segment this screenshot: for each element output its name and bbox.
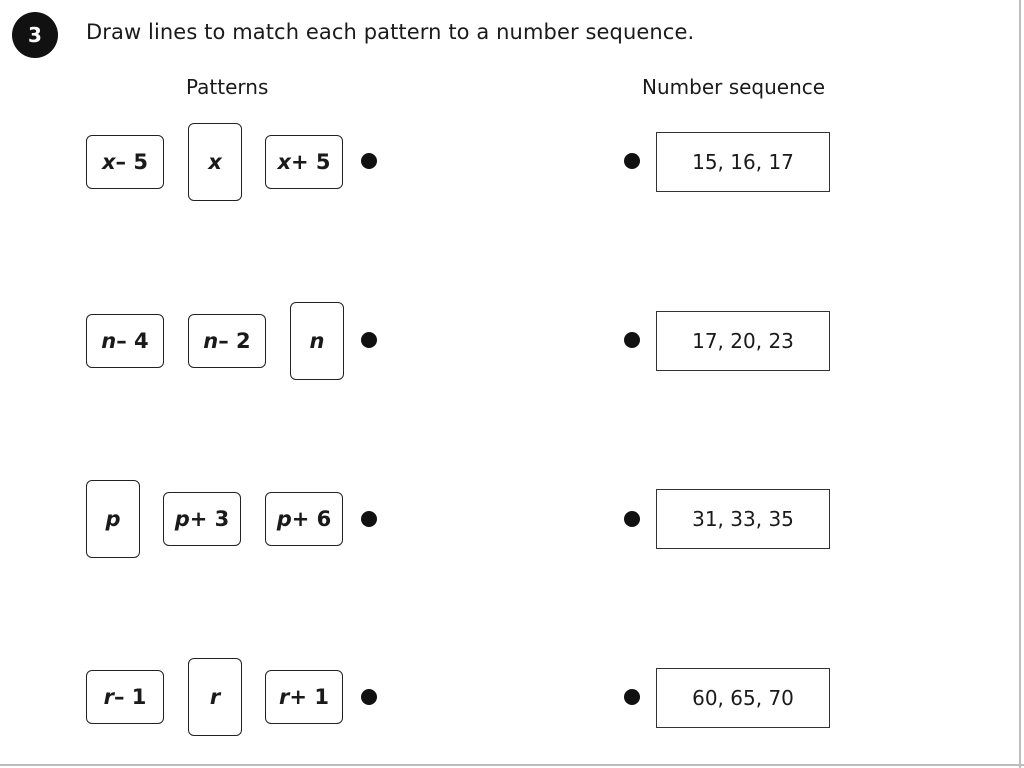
right-border-line <box>1019 0 1021 768</box>
pattern-card: r – 1 <box>86 670 164 724</box>
pattern-variable: x <box>277 150 291 174</box>
pattern-operation: – 4 <box>116 329 149 353</box>
pattern-operation: + 1 <box>289 685 329 709</box>
sequence-box: 15, 16, 17 <box>656 132 830 192</box>
pattern-card: x – 5 <box>86 135 164 189</box>
sequence-connector-dot[interactable] <box>624 332 640 348</box>
pattern-variable: x <box>208 150 222 174</box>
pattern-card: n <box>290 302 344 380</box>
pattern-operation: + 5 <box>291 150 331 174</box>
pattern-card: r + 1 <box>265 670 343 724</box>
pattern-variable: r <box>279 685 290 709</box>
pattern-card: p + 3 <box>163 492 241 546</box>
sequence-connector-dot[interactable] <box>624 511 640 527</box>
sequence-box: 31, 33, 35 <box>656 489 830 549</box>
pattern-variable: r <box>209 685 221 709</box>
pattern-variable: n <box>309 329 325 353</box>
number-sequence-heading: Number sequence <box>642 75 826 99</box>
pattern-card: n – 4 <box>86 314 164 368</box>
pattern-connector-dot[interactable] <box>361 332 377 348</box>
pattern-variable: p <box>276 507 292 531</box>
pattern-connector-dot[interactable] <box>361 689 377 705</box>
pattern-card: p + 6 <box>265 492 343 546</box>
bottom-border-line <box>0 764 1024 766</box>
pattern-operation: + 6 <box>291 507 332 531</box>
pattern-variable: r <box>103 685 114 709</box>
sequence-box: 17, 20, 23 <box>656 311 830 371</box>
sequence-box: 60, 65, 70 <box>656 668 830 728</box>
pattern-connector-dot[interactable] <box>361 153 377 169</box>
pattern-operation: – 1 <box>113 685 147 709</box>
pattern-connector-dot[interactable] <box>361 511 377 527</box>
pattern-card: n – 2 <box>188 314 266 368</box>
pattern-operation: – 2 <box>218 329 251 353</box>
pattern-operation: – 5 <box>115 150 148 174</box>
pattern-card: r <box>188 658 242 736</box>
patterns-heading: Patterns <box>186 75 269 99</box>
pattern-variable: p <box>105 507 121 531</box>
pattern-card: x + 5 <box>265 135 343 189</box>
question-instruction: Draw lines to match each pattern to a nu… <box>86 20 695 44</box>
pattern-variable: n <box>203 329 219 353</box>
pattern-card: x <box>188 123 242 201</box>
pattern-operation: + 3 <box>189 507 230 531</box>
sequence-connector-dot[interactable] <box>624 153 640 169</box>
sequence-connector-dot[interactable] <box>624 689 640 705</box>
pattern-variable: p <box>174 507 190 531</box>
pattern-variable: n <box>101 329 117 353</box>
pattern-variable: x <box>102 150 116 174</box>
pattern-card: p <box>86 480 140 558</box>
question-number-badge: 3 <box>12 12 58 58</box>
